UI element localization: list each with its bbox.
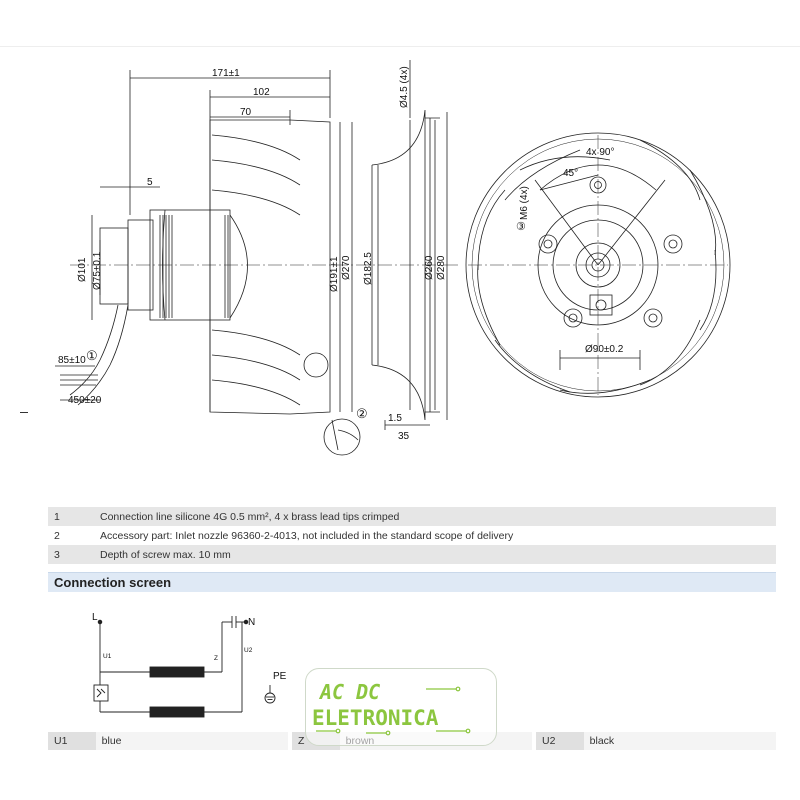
dim-angle-45: 45° (563, 168, 578, 179)
connection-diagram-svg: L N U1 U2 Z PE (92, 612, 287, 718)
legend-color-u1: blue (95, 732, 289, 750)
dim-171: 171±1 (212, 68, 240, 79)
callout-1: ① (86, 348, 98, 363)
top-divider (0, 46, 800, 47)
note-text: Connection line silicone 4G 0.5 mm², 4 x… (100, 510, 400, 523)
note-row: 1 Connection line silicone 4G 0.5 mm², 4… (48, 507, 776, 526)
connection-screen-header: Connection screen (48, 572, 776, 592)
dim-102: 102 (253, 87, 270, 98)
front-view (465, 132, 731, 398)
section-title: Connection screen (54, 575, 172, 590)
edge-tick-mark (20, 412, 28, 413)
watermark-logo-svg: AC DC ELETRONICA (312, 680, 471, 736)
dim-35: 35 (398, 431, 410, 442)
note-number: 2 (54, 529, 60, 542)
terminal-l: L (92, 612, 98, 623)
terminal-u1: U1 (103, 653, 112, 660)
legend-code-u2: U2 (536, 732, 584, 750)
notes-table: 1 Connection line silicone 4G 0.5 mm², 4… (48, 507, 776, 564)
dimension-drawing-svg: 171±1 102 70 5 Ø101 Ø75±0.1 Ø191±1 Ø270 … (55, 60, 731, 456)
dim-dia270: Ø270 (341, 255, 352, 280)
note-text: Accessory part: Inlet nozzle 96360-2-401… (100, 529, 514, 542)
dim-5: 5 (147, 177, 153, 188)
dim-dia90: Ø90±0.2 (585, 344, 624, 355)
dim-cable-85: 85±10 (58, 355, 86, 366)
dimension-drawing: 171±1 102 70 5 Ø101 Ø75±0.1 Ø191±1 Ø270 … (0, 48, 800, 468)
terminal-n: N (248, 617, 255, 628)
legend-code-u1: U1 (48, 732, 96, 750)
dim-dia191: Ø191±1 (329, 256, 340, 292)
dim-angle-90: 4x 90° (586, 147, 614, 158)
nozzle-view (371, 60, 448, 430)
terminal-z: Z (214, 655, 218, 662)
side-view-labels: 171±1 102 70 5 Ø101 Ø75±0.1 Ø191±1 Ø270 … (58, 68, 352, 406)
side-view (55, 70, 460, 456)
dim-m6: M6 (4x) (519, 186, 530, 220)
note-number: 3 (54, 548, 60, 561)
dim-dia75: Ø75±0.1 (92, 251, 103, 290)
dim-dia280: Ø280 (436, 255, 447, 280)
dim-70: 70 (240, 107, 252, 118)
watermark-logo: AC DC ELETRONICA (305, 668, 497, 746)
dim-cable-450: 450±20 (68, 395, 102, 406)
terminal-u2: U2 (244, 647, 253, 654)
watermark-line1: AC DC (318, 680, 380, 704)
nozzle-view-labels: Ø4.5 (4x) Ø182.5 Ø260 Ø280 1.5 35 ② (356, 66, 447, 442)
note-row: 2 Accessory part: Inlet nozzle 96360-2-4… (48, 526, 776, 545)
terminal-pe: PE (273, 671, 287, 682)
callout-2: ② (356, 406, 368, 421)
front-view-labels: 4x 90° 45° M6 (4x) ③ Ø90±0.2 (516, 147, 624, 355)
note-row: 3 Depth of screw max. 10 mm (48, 545, 776, 564)
legend-color-u2: black (583, 732, 777, 750)
callout-3: ③ (516, 221, 526, 233)
dim-1-5: 1.5 (388, 413, 402, 424)
connection-diagram: L N U1 U2 Z PE (80, 600, 320, 730)
watermark-line2: ELETRONICA (312, 706, 439, 730)
dim-hole-45: Ø4.5 (4x) (399, 66, 410, 108)
dim-dia101: Ø101 (77, 257, 88, 282)
dim-dia182: Ø182.5 (363, 252, 374, 285)
dim-dia260: Ø260 (424, 255, 435, 280)
note-number: 1 (54, 510, 60, 523)
note-text: Depth of screw max. 10 mm (100, 548, 231, 561)
